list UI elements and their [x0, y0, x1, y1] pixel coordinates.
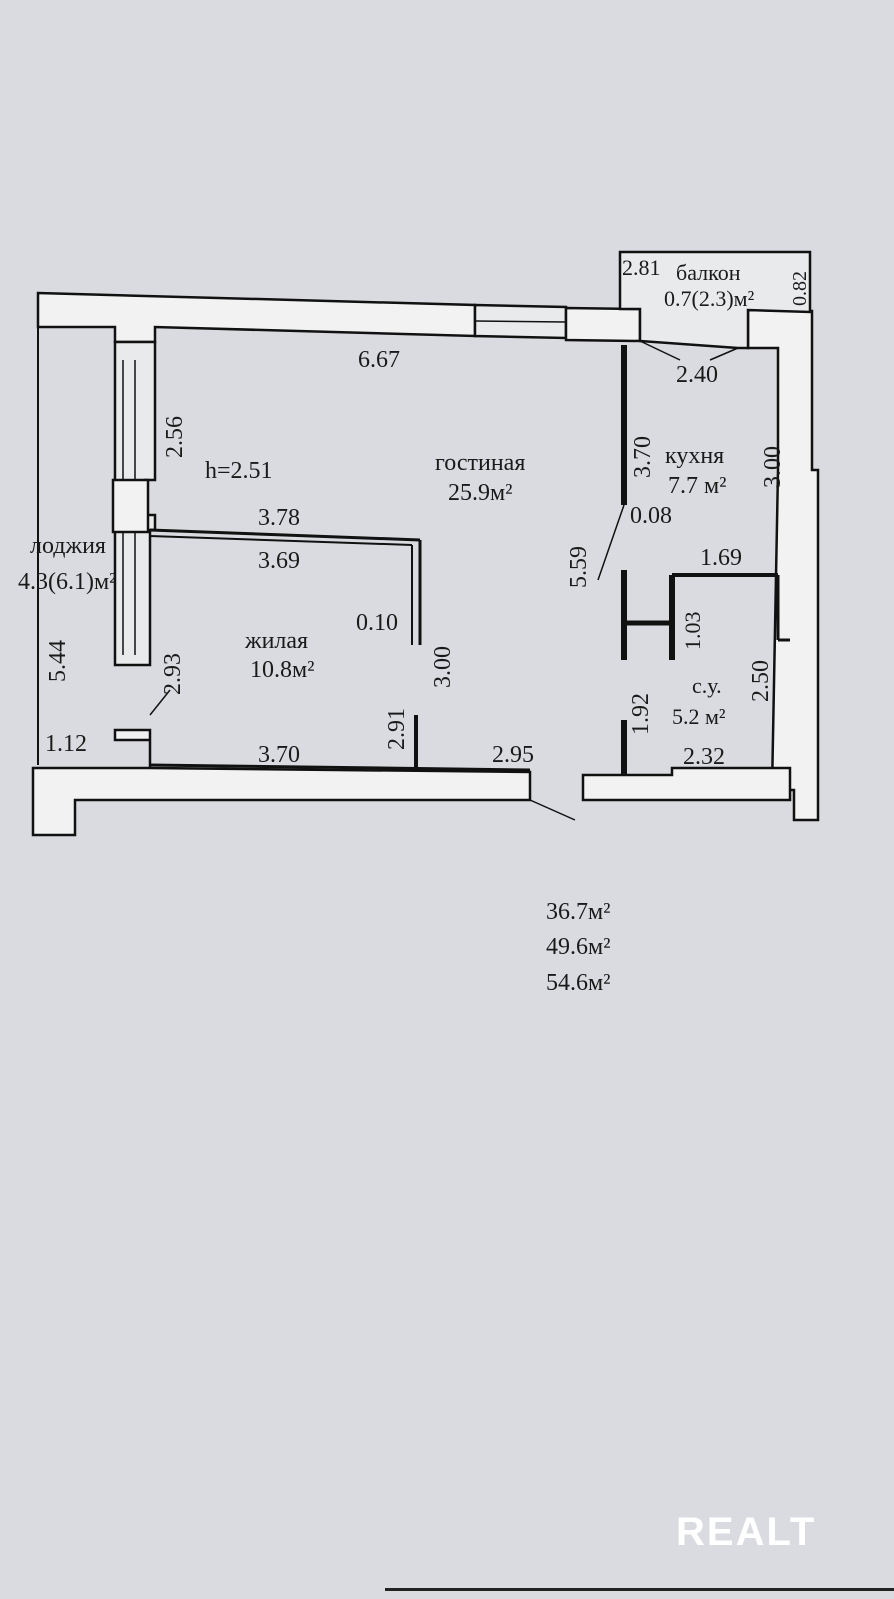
partitions: [37, 327, 790, 821]
total-area-general: 49.6м²: [546, 934, 610, 960]
bathroom-name: с.у.: [692, 673, 722, 698]
loggia-area: 4.3(6.1)м²: [18, 569, 116, 595]
dim-bath-right: 2.50: [748, 660, 774, 702]
dim-kitchen-right: 3.00: [760, 446, 786, 488]
kitchen-name: кухня: [665, 443, 724, 469]
dim-wall-stub: 2.91: [384, 708, 410, 750]
dim-kitchen-left: 3.70: [630, 436, 656, 478]
dim-partition-thickness: 0.10: [356, 610, 398, 636]
dim-bath-left: 1.92: [628, 693, 654, 735]
total-area-living: 36.7м²: [546, 899, 610, 925]
dim-bedroom-side: 2.93: [160, 653, 186, 695]
dim-hall-diag: 5.59: [566, 546, 592, 588]
balcony-area: 0.7(2.3)м²: [664, 286, 755, 311]
bottom-wall-right: [581, 766, 792, 802]
page-edge-line: [385, 1588, 894, 1591]
ceiling-height: h=2.51: [205, 458, 273, 484]
loggia-name: лоджия: [30, 533, 106, 559]
walls: [31, 250, 820, 837]
dim-kitchen-window: 2.40: [676, 362, 718, 388]
right-wall: [746, 308, 820, 822]
dim-balcony-right: 0.82: [789, 271, 811, 306]
dim-bath-niche: 1.03: [680, 612, 705, 651]
total-area-full: 54.6м²: [546, 970, 610, 996]
dim-bath-bottom: 2.32: [683, 744, 725, 770]
bathroom-area: 5.2 м²: [672, 704, 726, 729]
dim-bedroom-height: 3.00: [430, 646, 456, 688]
loggia-pier: [111, 478, 150, 534]
dim-kitchen-gap: 0.08: [630, 503, 672, 529]
living-room-area: 25.9м²: [448, 480, 512, 506]
dim-balcony-left: 2.81: [622, 255, 661, 280]
realt-watermark: REALT: [676, 1510, 816, 1554]
balcony-name: балкон: [676, 260, 741, 285]
dim-loggia-end: 1.12: [45, 731, 87, 757]
bottom-wall: [31, 728, 532, 837]
bedroom-name: жилая: [244, 628, 308, 654]
dim-partition-top: 3.78: [258, 505, 300, 531]
dim-top-wall: 6.67: [358, 347, 400, 373]
living-room-name: гостиная: [435, 450, 525, 476]
bedroom-area: 10.8м²: [250, 657, 314, 683]
kitchen-area: 7.7 м²: [668, 473, 726, 499]
dim-loggia-upper: 2.56: [162, 416, 188, 458]
dim-bath-top: 1.69: [700, 545, 742, 571]
labels: h=2.51 гостиная 25.9м² жилая 10.8м² кухн…: [18, 255, 811, 996]
dim-bottom-bedroom: 3.70: [258, 742, 300, 768]
balcony-outline: [618, 250, 812, 350]
dim-loggia-width: 5.44: [45, 640, 71, 682]
dim-bottom-hall: 2.95: [492, 742, 534, 768]
top-wall-right: [564, 306, 642, 343]
dim-partition-bottom: 3.69: [258, 548, 300, 574]
